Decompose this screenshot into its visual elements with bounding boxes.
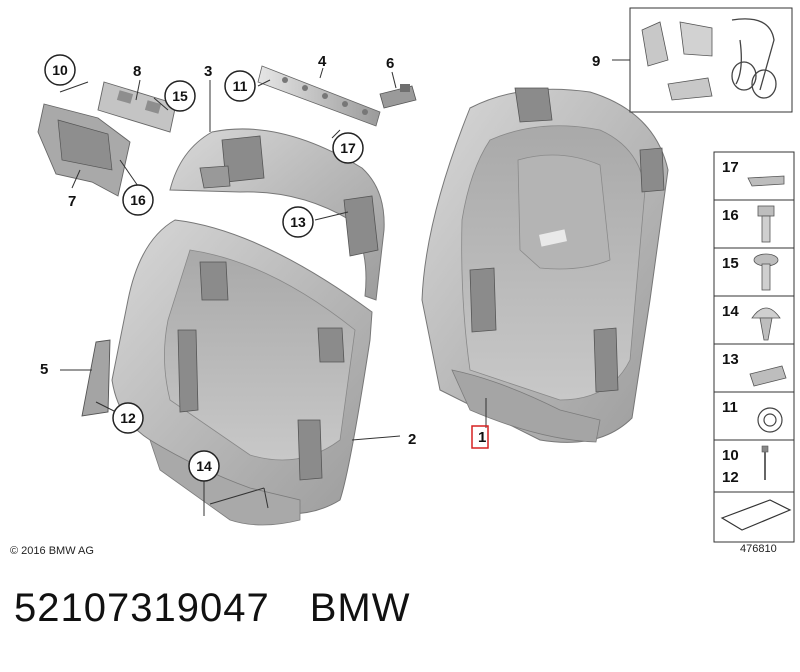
part-2-seat-shell: [111, 219, 373, 526]
clip-17-icon: [747, 175, 785, 187]
label-part-6: 6: [386, 55, 394, 72]
lock-washer-11-icon: [757, 407, 783, 433]
callout-17: 17: [332, 132, 364, 164]
legend-item-15: 15: [722, 255, 739, 272]
svg-text:11: 11: [233, 78, 248, 94]
bolt-16-icon: [757, 205, 775, 217]
legend-item-17: 17: [722, 159, 739, 176]
svg-text:14: 14: [196, 458, 212, 474]
part-9-spring-set: [629, 7, 793, 113]
label-part-7: 7: [68, 193, 76, 210]
expanding-rivet-14-icon: [751, 307, 781, 319]
part-1-backrest-shell: [421, 87, 669, 443]
callout-12: 12: [112, 402, 144, 434]
legend-item-16: 16: [722, 207, 739, 224]
svg-text:15: 15: [172, 88, 188, 104]
svg-text:13: 13: [290, 214, 306, 230]
label-part-1: 1: [478, 429, 486, 446]
legend-item-11: 11: [722, 399, 738, 416]
diagram-number: 476810: [740, 543, 777, 555]
svg-text:10: 10: [52, 62, 68, 78]
part-labels: 1 2 3 4 5 6 7 8 9: [40, 53, 600, 449]
part-number: 52107319047: [14, 586, 270, 630]
callout-11: 11: [224, 70, 256, 102]
part-7-bracket: [37, 103, 131, 197]
part-6-clip: [379, 84, 417, 109]
svg-text:17: 17: [340, 140, 356, 156]
highlight-box: [471, 425, 489, 449]
callout-13: 13: [282, 206, 314, 238]
callout-10: 10: [44, 54, 76, 86]
part-3-upper-cover: [169, 128, 385, 301]
callouts: 10 11 12 13 14 15 16 17: [44, 54, 364, 482]
label-part-5: 5: [40, 361, 48, 378]
svg-text:16: 16: [130, 192, 146, 208]
svg-text:12: 12: [120, 410, 136, 426]
clip-13-icon: [749, 365, 787, 387]
brand-name: BMW: [309, 586, 411, 630]
callout-15: 15: [164, 80, 196, 112]
fastener-legend: 17 16 15 14 13 11 10 12: [713, 151, 795, 543]
part-8-panel: [97, 81, 177, 133]
callout-16: 16: [122, 184, 154, 216]
legend-item-14: 14: [722, 303, 739, 320]
label-part-2: 2: [408, 431, 416, 448]
part-4-trim-strip: [257, 65, 381, 127]
label-part-8: 8: [133, 63, 141, 80]
label-part-9: 9: [592, 53, 600, 70]
legend-item-12: 12: [722, 469, 739, 486]
part-5-side-panel: [81, 339, 111, 417]
legend-item-13: 13: [722, 351, 739, 368]
pin-10-12-icon: [761, 445, 769, 453]
copyright: © 2016 BMW AG: [10, 545, 94, 557]
label-part-3: 3: [204, 63, 212, 80]
label-part-4: 4: [318, 53, 327, 70]
leader-lines: [59, 59, 630, 516]
legend-item-10: 10: [722, 447, 739, 464]
direction-arrow-icon: [720, 499, 792, 531]
callout-14: 14: [188, 450, 220, 482]
caption: 52107319047 BMW: [14, 586, 410, 631]
